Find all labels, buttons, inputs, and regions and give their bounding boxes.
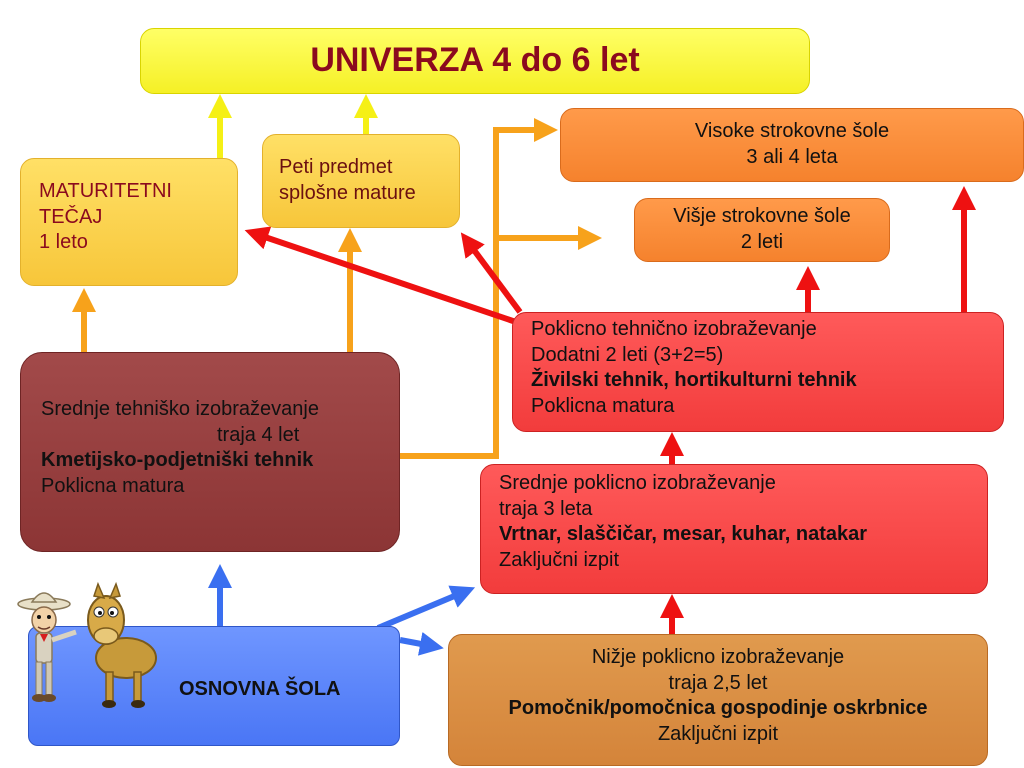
srednje-pok-line3: Vrtnar, slaščičar, mesar, kuhar, natakar [499, 523, 868, 546]
poklicno-teh-line4: Poklicna matura [531, 394, 675, 417]
poklicno-teh-line1: Poklicno tehnično izobraževanje [531, 318, 817, 340]
srednje-pok-line4: Zaključni izpit [499, 548, 620, 571]
horse-figure [87, 581, 157, 708]
arrow-osnovna-to-srednje-pok [376, 585, 476, 631]
peti-predmet-box: Peti predmet splošne mature [262, 134, 460, 228]
arrow-osnovna-to-nizje [399, 631, 444, 656]
poklicno-tehnicno-box: Poklicno tehnično izobraževanje Dodatni … [512, 312, 1004, 432]
poklicno-teh-line3: Živilski tehnik, hortikulturni tehnik [531, 369, 857, 392]
srednje-teh-line4: Poklicna matura [41, 474, 185, 497]
srednje-pok-line2: traja 3 leta [499, 497, 593, 520]
visje-strokovne-sole-box: Višje strokovne šole 2 leti [634, 198, 890, 262]
srednje-teh-line3: Kmetijsko-podjetniški tehnik [41, 449, 314, 472]
peti-line2: splošne mature [279, 181, 416, 204]
cowboy-figure [17, 592, 77, 702]
maturitetni-line2: TEČAJ [39, 205, 103, 228]
maturitetni-line1: MATURITETNI [39, 180, 172, 202]
nizje-line3: Pomočnik/pomočnica gospodinje oskrbnice [508, 697, 928, 720]
peti-line1: Peti predmet [279, 156, 393, 178]
nizje-line2: traja 2,5 let [668, 671, 768, 694]
srednje-teh-line2: traja 4 let [217, 423, 300, 446]
nizje-line4: Zaključni izpit [657, 722, 779, 745]
srednje-poklicno-box: Srednje poklicno izobraževanje traja 3 l… [480, 464, 988, 594]
nizje-poklicno-box: Nižje poklicno izobraževanje traja 2,5 l… [448, 634, 988, 766]
srednje-teh-line1: Srednje tehniško izobraževanje [41, 398, 319, 420]
visoke-line2: 3 ali 4 leta [746, 145, 838, 168]
connector-srednje-teh-to-higher [400, 118, 558, 459]
maturitetni-line3: 1 leto [39, 231, 88, 254]
osnovna-sola-box: OSNOVNA ŠOLA [28, 626, 400, 746]
visoke-strokovne-sole-box: Visoke strokovne šole 3 ali 4 leta [560, 108, 1024, 182]
srednje-tehnisko-box: Srednje tehniško izobraževanje traja 4 l… [20, 352, 400, 552]
arrow-poklicno-teh-to-maturitetni [244, 226, 517, 325]
osnovna-sola-label: OSNOVNA ŠOLA [179, 678, 341, 700]
visoke-line1: Visoke strokovne šole [694, 120, 890, 142]
visje-line1: Višje strokovne šole [673, 205, 851, 227]
nizje-line1: Nižje poklicno izobraževanje [591, 646, 845, 668]
maturitetni-tecaj-box: MATURITETNI TEČAJ 1 leto [20, 158, 238, 286]
poklicno-teh-line2: Dodatni 2 leti (3+2=5) [531, 343, 724, 366]
srednje-pok-line1: Srednje poklicno izobraževanje [499, 472, 776, 494]
cowboy-horse-illustration [17, 581, 157, 708]
univerza-box: UNIVERZA 4 do 6 let [140, 28, 810, 94]
visje-line2: 2 leti [740, 230, 784, 253]
univerza-title: UNIVERZA 4 do 6 let [310, 41, 640, 80]
arrow-poklicno-teh-to-peti [460, 232, 523, 314]
